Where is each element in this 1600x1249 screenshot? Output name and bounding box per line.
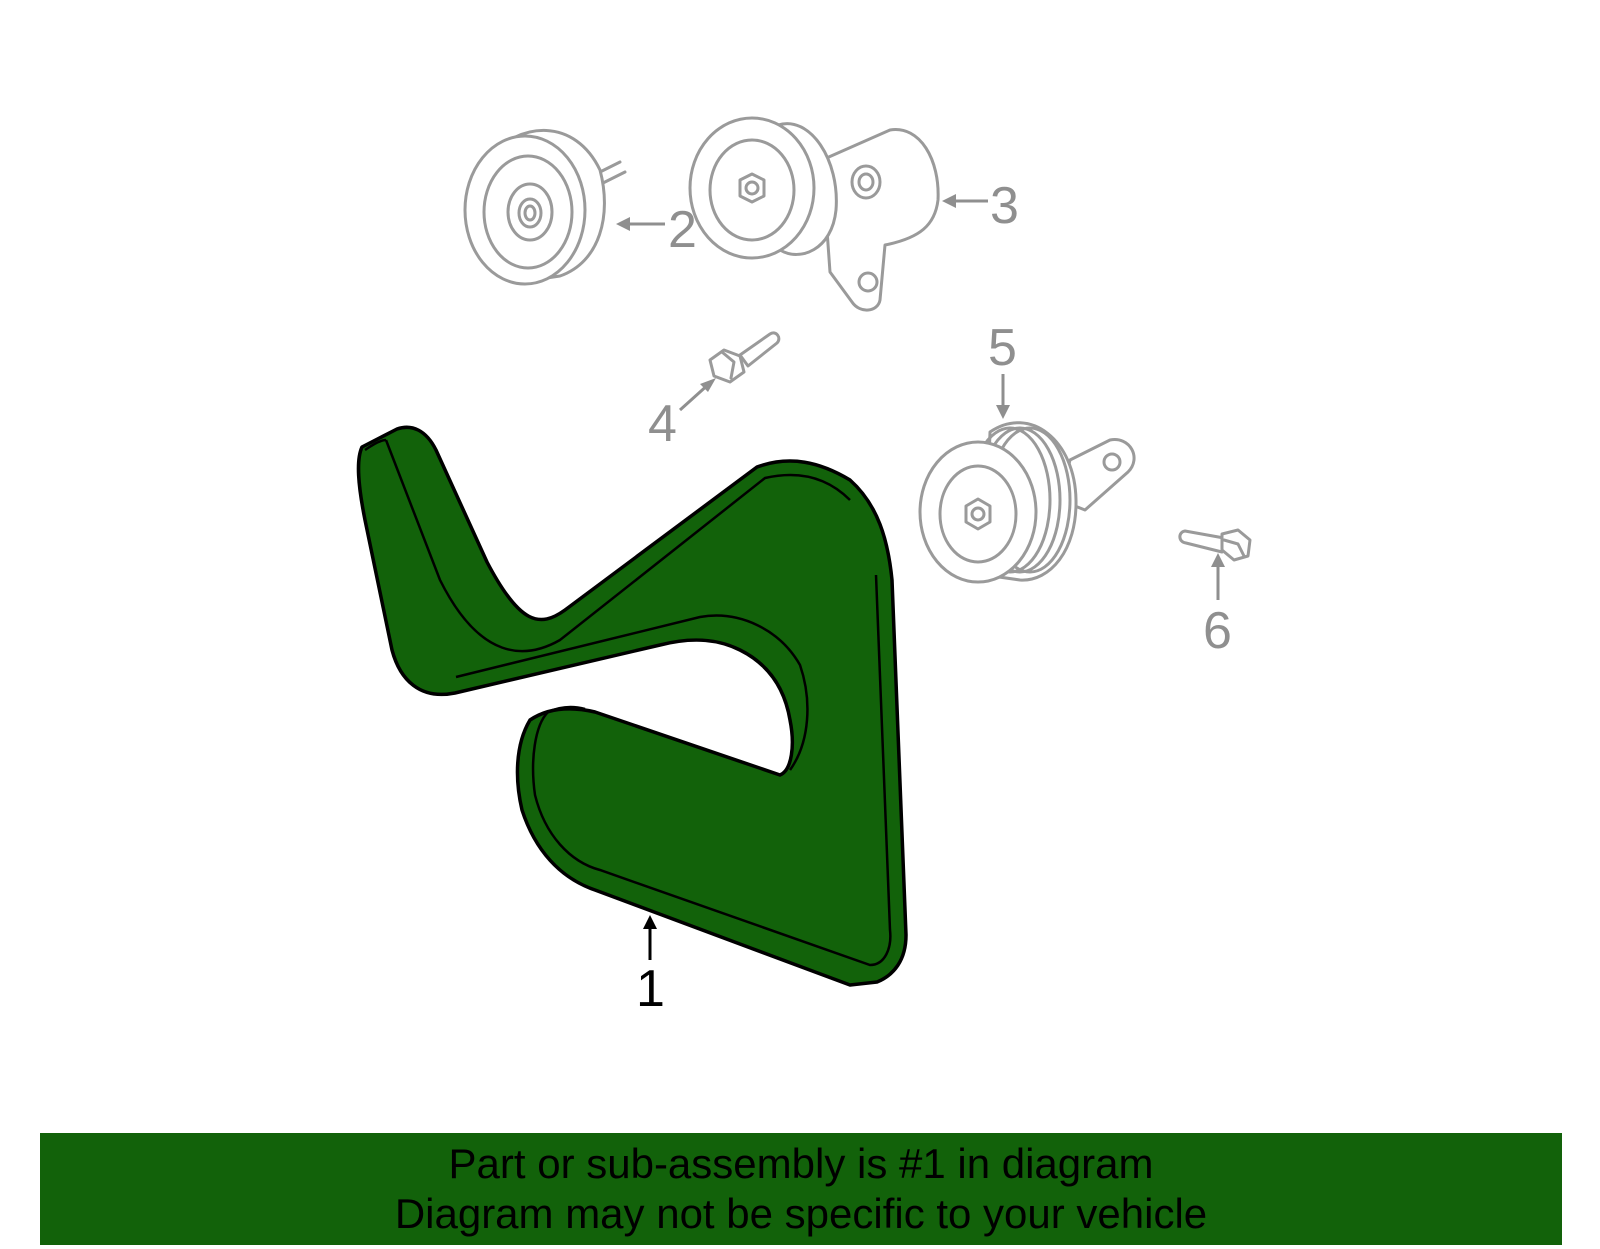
callout-number-5: 5	[988, 319, 1017, 377]
callout-4: 4	[648, 378, 716, 453]
belt-tensioner-part-3[interactable]	[688, 116, 940, 312]
idler-pulley-with-bracket-part-5[interactable]	[918, 421, 1136, 584]
callout-number-1: 1	[636, 960, 665, 1018]
pulley-bolt-part-6[interactable]	[1178, 528, 1252, 562]
tensioner-bolt-part-4[interactable]	[708, 331, 781, 384]
banner-line-disclaimer: Diagram may not be specific to your vehi…	[394, 1190, 1208, 1237]
callout-5: 5	[988, 319, 1017, 419]
callout-1: 1	[636, 915, 665, 1018]
callout-number-6: 6	[1203, 602, 1232, 660]
part-info-banner: Part or sub-assembly is #1 in diagram Di…	[40, 1133, 1562, 1245]
callout-6: 6	[1203, 553, 1232, 660]
callout-2: 2	[616, 201, 697, 259]
serpentine-belt-part-1[interactable]	[356, 425, 908, 987]
callout-number-2: 2	[668, 201, 697, 259]
callout-number-3: 3	[990, 177, 1019, 235]
callout-number-4: 4	[648, 395, 677, 453]
callout-3: 3	[942, 177, 1019, 235]
idler-pulley-part-2[interactable]	[463, 128, 627, 286]
banner-line-part-number: Part or sub-assembly is #1 in diagram	[448, 1140, 1154, 1187]
